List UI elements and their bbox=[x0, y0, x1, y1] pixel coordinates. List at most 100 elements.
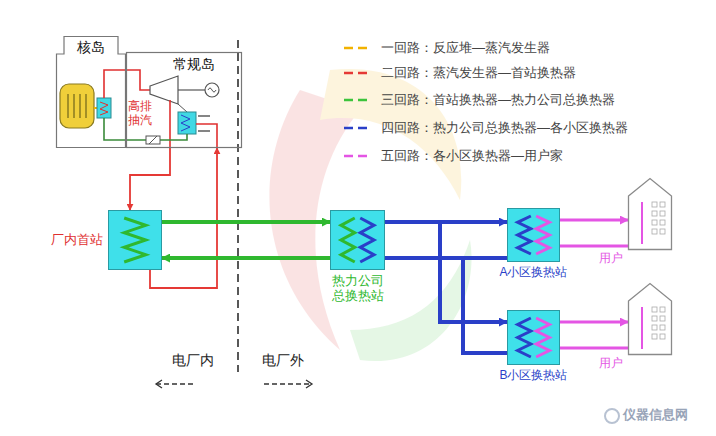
exchanger-coil bbox=[341, 218, 355, 262]
legend-text: 五回路：各小区换热器—用户家 bbox=[381, 147, 563, 165]
exchanger-coil bbox=[536, 318, 549, 357]
house-window bbox=[652, 316, 657, 321]
exchanger-coil bbox=[518, 216, 531, 254]
user-house-outline bbox=[628, 178, 672, 250]
house-window bbox=[652, 307, 657, 312]
radiator-pipe bbox=[641, 202, 643, 244]
drain-return bbox=[196, 124, 217, 148]
exchanger-box bbox=[508, 311, 560, 365]
plant-boundary bbox=[237, 40, 239, 372]
direction-arrows bbox=[156, 380, 312, 388]
legend-text: 二回路：蒸汽发生器—首站换热器 bbox=[381, 64, 576, 82]
watermark: 仪器信息网 bbox=[623, 408, 711, 423]
house-window bbox=[660, 211, 665, 216]
user-house-label: 用户 bbox=[599, 252, 623, 266]
arrow-shaft bbox=[264, 383, 312, 384]
turbine bbox=[150, 76, 178, 104]
exchanger-coil bbox=[124, 218, 146, 262]
legend-line bbox=[344, 72, 372, 75]
house-window bbox=[660, 316, 665, 321]
exchanger-coil bbox=[536, 216, 549, 254]
legend-sample bbox=[343, 43, 373, 53]
district-station-outline bbox=[507, 310, 560, 365]
pipe-connector bbox=[162, 256, 330, 260]
conventional-island-label: 常规岛 bbox=[142, 56, 246, 72]
house-window bbox=[660, 334, 665, 339]
house-window bbox=[660, 307, 665, 312]
district-station-label: A小区换热站 bbox=[499, 266, 567, 280]
house-window bbox=[652, 334, 657, 339]
district-station-outline bbox=[507, 208, 560, 262]
legend-line bbox=[344, 155, 372, 158]
legend-sample bbox=[343, 95, 373, 105]
legend-text: 四回路：热力公司总换热器—各小区换热器 bbox=[381, 119, 628, 137]
region-label: 电厂内 bbox=[172, 352, 232, 368]
generator bbox=[205, 83, 219, 97]
house-window bbox=[660, 202, 665, 207]
radiator-pipe bbox=[641, 307, 643, 349]
pipe-connector bbox=[162, 220, 330, 224]
condenser bbox=[178, 112, 196, 134]
house-window bbox=[660, 325, 665, 330]
condenser-coil bbox=[181, 115, 190, 131]
nuclear-island: 核岛 bbox=[52, 36, 130, 148]
user-house: 用户 bbox=[628, 283, 672, 355]
exchanger-box bbox=[109, 211, 162, 270]
cooling-line bbox=[198, 130, 210, 131]
exchanger-box bbox=[331, 211, 385, 270]
cooling-line bbox=[198, 115, 210, 116]
fuel-rod bbox=[85, 94, 87, 118]
extraction-label: 高排抽汽 bbox=[128, 100, 154, 128]
sg-coil bbox=[100, 102, 108, 115]
first-station: 厂内首站 bbox=[108, 210, 162, 270]
legend-line bbox=[344, 47, 372, 50]
main-exchange-station-outline bbox=[330, 210, 385, 270]
first-station-outline bbox=[108, 210, 162, 270]
house-window bbox=[652, 229, 657, 234]
pipe-connector bbox=[560, 219, 628, 222]
house-window bbox=[660, 220, 665, 225]
user-house-outline bbox=[628, 283, 672, 355]
legend-row: 五回路：各小区换热器—用户家 bbox=[343, 146, 563, 166]
steam-generator bbox=[97, 98, 111, 118]
legend-sample bbox=[343, 68, 373, 78]
pipe-connector bbox=[385, 222, 507, 322]
fuel-rod bbox=[79, 94, 81, 118]
fuel-rod bbox=[73, 94, 75, 118]
district-station-label: B小区换热站 bbox=[499, 369, 567, 383]
house-window bbox=[660, 229, 665, 234]
legend-sample bbox=[343, 123, 373, 133]
pipe-connector bbox=[130, 148, 170, 210]
main-exchange-station: 热力公司 总换热站 bbox=[330, 210, 385, 270]
house-window bbox=[652, 211, 657, 216]
fuel-rod bbox=[67, 94, 69, 118]
legend-row: 二回路：蒸汽发生器—首站换热器 bbox=[343, 63, 576, 83]
user-house-label: 用户 bbox=[599, 357, 623, 371]
user-house: 用户 bbox=[628, 178, 672, 250]
arrow-head bbox=[306, 380, 312, 388]
legend-row: 三回路：首站换热器—热力公司总换热器 bbox=[343, 90, 615, 110]
legend-line bbox=[344, 99, 372, 102]
pipe-connector bbox=[560, 245, 628, 248]
legend-text: 一回路：反应堆—蒸汽发生器 bbox=[381, 39, 550, 57]
exhaust-duct bbox=[178, 104, 187, 112]
legend-row: 四回路：热力公司总换热器—各小区换热器 bbox=[343, 118, 628, 138]
pipe-connector bbox=[560, 347, 628, 350]
arrow-shaft bbox=[156, 383, 196, 384]
reactor-vessel bbox=[60, 84, 94, 128]
house-outline bbox=[629, 179, 672, 250]
exchanger-box bbox=[508, 209, 560, 262]
pipe-connector bbox=[385, 258, 507, 353]
fuel-rods bbox=[68, 94, 86, 118]
house-outline bbox=[629, 284, 672, 355]
exchanger-coil bbox=[360, 218, 374, 262]
generator-symbol bbox=[208, 88, 216, 92]
first-station-label: 厂内首站 bbox=[51, 233, 103, 248]
house-window bbox=[652, 220, 657, 225]
legend-text: 三回路：首站换热器—热力公司总换热器 bbox=[381, 91, 615, 109]
legend-line bbox=[344, 127, 372, 130]
district-station: B小区换热站 bbox=[507, 310, 560, 365]
legend-sample bbox=[343, 151, 373, 161]
watermark-logo bbox=[605, 409, 619, 423]
